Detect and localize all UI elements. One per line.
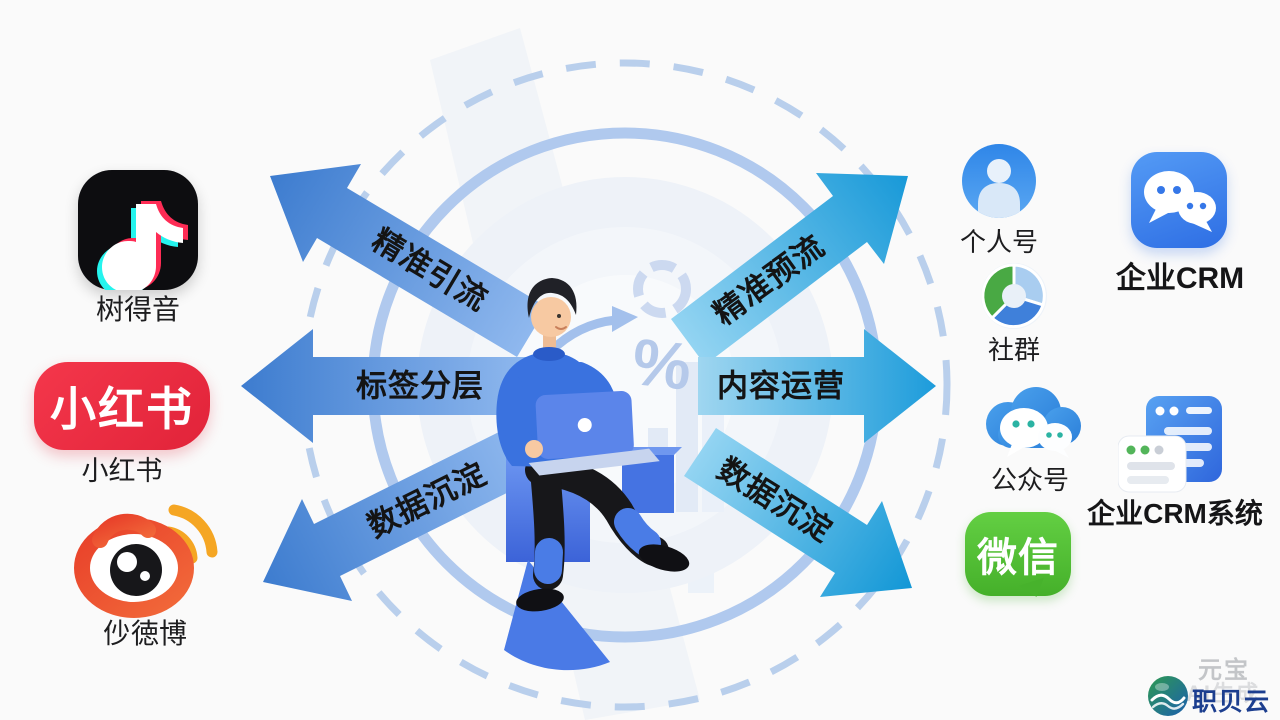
arrow-middle-right bbox=[698, 329, 936, 443]
weibo-icon bbox=[72, 496, 218, 623]
enterprise-crm-label: 企业CRM bbox=[1115, 262, 1245, 295]
community-icon bbox=[980, 262, 1048, 335]
xiaohongshu-icon-text: 小红书 bbox=[50, 383, 194, 435]
arrow-bottom-right bbox=[684, 428, 912, 597]
official-account-label: 公众号 bbox=[990, 465, 1069, 495]
personal-account-label: 个人号 bbox=[959, 227, 1038, 257]
brand-logo-icon bbox=[1147, 675, 1189, 720]
arrow-middle-left bbox=[241, 329, 528, 443]
xiaohongshu-icon: 小红书 bbox=[34, 362, 210, 450]
arrow-label-middle-right: 内容运营 bbox=[717, 369, 845, 404]
official-account-icon bbox=[978, 386, 1084, 469]
enterprise-crm-system-icon bbox=[1117, 396, 1224, 499]
person-illustration bbox=[496, 278, 690, 671]
segmented-donut-icon bbox=[633, 260, 691, 318]
community-label: 社群 bbox=[987, 335, 1040, 365]
arrow-bottom-left bbox=[263, 424, 541, 601]
douyin-icon bbox=[78, 170, 198, 297]
trend-arrow-icon bbox=[545, 306, 638, 357]
arrow-top-left bbox=[270, 164, 547, 357]
personal-account-icon bbox=[962, 144, 1036, 223]
brand-name: 职贝云数 bbox=[1192, 688, 1271, 716]
enterprise-crm-system-label: 企业CRM系统 bbox=[1087, 498, 1263, 529]
watermark-ghost-text-2: AI生成 bbox=[1186, 681, 1261, 706]
arrow-top-right bbox=[671, 173, 908, 365]
wechat-icon-text: 微信 bbox=[977, 536, 1059, 580]
enterprise-crm-icon bbox=[1131, 152, 1227, 248]
percent-symbol: % bbox=[629, 324, 695, 404]
wechat-icon: 微信 bbox=[965, 512, 1071, 596]
watermark-ghost-text-1: 元宝 bbox=[1198, 657, 1250, 684]
douyin-label: 树得音 bbox=[95, 294, 180, 325]
xiaohongshu-label: 小红书 bbox=[81, 456, 163, 486]
arrow-label-middle-left: 标签分层 bbox=[356, 369, 484, 404]
dashed-ring bbox=[299, 59, 951, 711]
weibo-label: 仯徳博 bbox=[102, 618, 187, 649]
